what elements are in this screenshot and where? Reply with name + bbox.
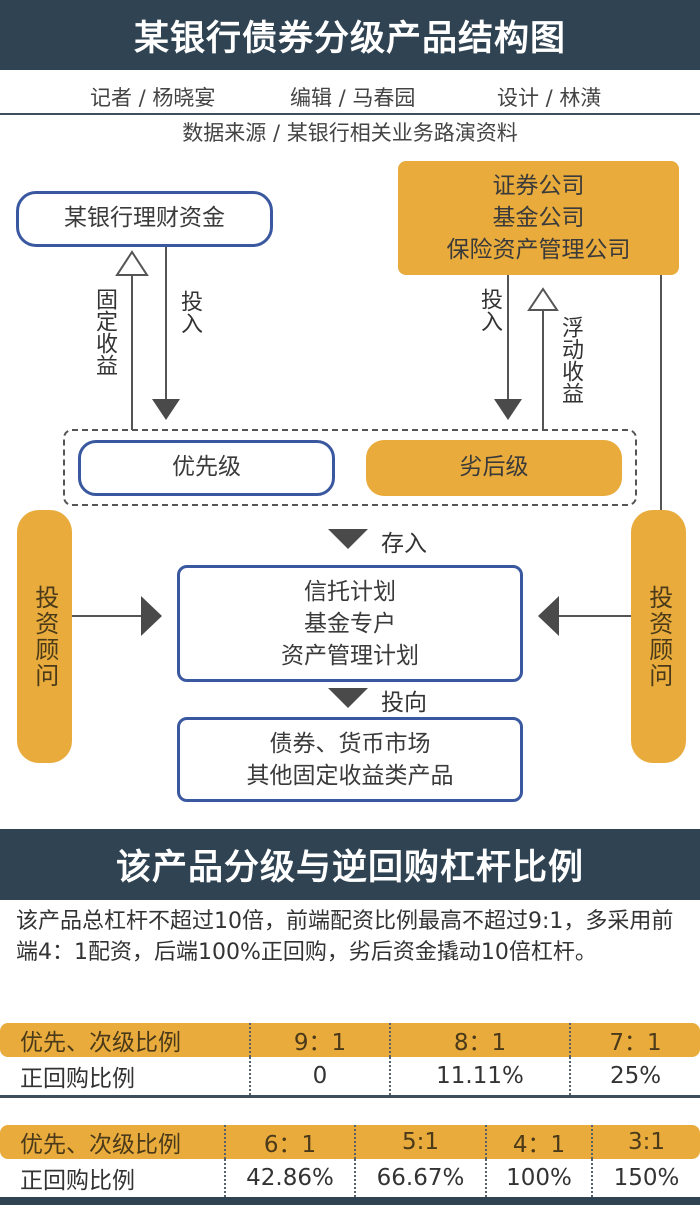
ratio-table-1: 优先、次级比例 9：1 8：1 7：1 正回购比例 0 11.11% 25% xyxy=(0,1023,700,1098)
vehicle-item: 资产管理计划 xyxy=(281,642,419,669)
deposit-arrowhead-icon xyxy=(328,529,368,549)
institution-item: 证券公司 xyxy=(492,173,585,199)
table-cell: 100% xyxy=(485,1159,591,1197)
right-advisor-arrow xyxy=(538,596,631,636)
table-header-cell: 5:1 xyxy=(354,1125,485,1159)
table-header-row: 优先、次级比例 6：1 5:1 4：1 3:1 xyxy=(0,1125,700,1159)
arrowhead-right-icon xyxy=(141,596,162,636)
left-advisor-label: 投资顾问 xyxy=(30,584,59,689)
vehicle-item: 信托计划 xyxy=(304,578,396,605)
table-header-row: 优先、次级比例 9：1 8：1 7：1 xyxy=(0,1023,700,1057)
table-header-cell: 8：1 xyxy=(389,1023,569,1057)
invest-arrowhead-icon xyxy=(328,688,368,708)
fixed-income-label: 固定收益 xyxy=(92,288,117,376)
table-header-cell: 6：1 xyxy=(224,1125,354,1159)
target-item: 其他固定收益类产品 xyxy=(246,762,454,789)
table-cell: 11.11% xyxy=(389,1057,569,1095)
institutions-box: 证券公司 基金公司 保险资产管理公司 xyxy=(398,161,679,275)
arrowhead-down-icon xyxy=(494,399,522,420)
table-header-cell: 4：1 xyxy=(485,1125,591,1159)
section-intro: 该产品总杠杆不超过10倍，前端配资比例最高不超过9:1，多采用前端4：1配资，后… xyxy=(16,909,674,965)
deposit-label: 存入 xyxy=(381,531,427,557)
table-row-label: 正回购比例 xyxy=(20,1168,135,1194)
hollow-arrowhead-up-icon xyxy=(527,287,559,311)
table-header-cell: 3:1 xyxy=(591,1125,700,1159)
table-row: 正回购比例 0 11.11% 25% xyxy=(0,1057,700,1095)
fixed-income-arrow xyxy=(115,250,149,430)
target-item: 债券、货币市场 xyxy=(269,730,431,757)
institution-invest-label: 投入 xyxy=(477,288,502,332)
credits-divider xyxy=(0,113,700,115)
data-source: 数据来源 / 某银行相关业务路演资料 xyxy=(182,121,518,145)
vehicle-item: 基金专户 xyxy=(304,610,396,637)
junior-tranche-box: 劣后级 xyxy=(366,440,622,496)
arrowhead-left-icon xyxy=(538,596,559,636)
vehicles-box: 信托计划 基金专户 资产管理计划 xyxy=(177,565,523,682)
floating-income-label: 浮动收益 xyxy=(558,316,583,404)
targets-box: 债券、货币市场 其他固定收益类产品 xyxy=(177,717,523,802)
table-cell: 42.86% xyxy=(224,1159,354,1197)
bank-invest-label: 投入 xyxy=(177,290,202,334)
table-header-label: 优先、次级比例 xyxy=(0,1125,224,1159)
invest-direction-label: 投向 xyxy=(381,690,427,716)
senior-tranche-box: 优先级 xyxy=(78,440,335,496)
table-cell: 25% xyxy=(569,1057,700,1095)
table-header-label: 优先、次级比例 xyxy=(0,1023,249,1057)
section-title: 该产品分级与逆回购杠杆比例 xyxy=(0,829,700,900)
table-cell: 150% xyxy=(591,1159,700,1197)
reporter-credit: 记者 / 杨晓宴 xyxy=(90,86,216,110)
senior-tranche-label: 优先级 xyxy=(172,454,241,481)
table-cell: 0 xyxy=(249,1057,389,1095)
right-advisor-pill: 投资顾问 xyxy=(631,510,686,763)
table-row-label: 正回购比例 xyxy=(20,1066,135,1092)
institution-invest-arrow xyxy=(494,275,522,420)
table-header-cell: 7：1 xyxy=(569,1023,700,1057)
floating-income-arrow xyxy=(527,287,559,430)
designer-credit: 设计 / 林潢 xyxy=(497,86,602,110)
credits-row: 记者 / 杨晓宴 编辑 / 马春园 设计 / 林潢 xyxy=(0,82,700,112)
bank-funds-box: 某银行理财资金 xyxy=(16,191,273,247)
table-row: 正回购比例 42.86% 66.67% 100% 150% xyxy=(0,1159,700,1197)
left-advisor-pill: 投资顾问 xyxy=(17,510,72,763)
editor-credit: 编辑 / 马春园 xyxy=(290,86,416,110)
left-advisor-arrow xyxy=(71,596,162,636)
institution-item: 基金公司 xyxy=(492,205,585,231)
ratio-table-2: 优先、次级比例 6：1 5:1 4：1 3:1 正回购比例 42.86% 66.… xyxy=(0,1125,700,1205)
table-cell: 66.67% xyxy=(354,1159,485,1197)
hollow-arrowhead-up-icon xyxy=(115,250,149,276)
arrowhead-down-icon xyxy=(152,399,180,420)
diagram-connectors xyxy=(63,246,662,708)
junior-tranche-label: 劣后级 xyxy=(459,454,529,481)
page-title: 某银行债券分级产品结构图 xyxy=(0,0,700,70)
table-header-cell: 9：1 xyxy=(249,1023,389,1057)
right-advisor-label: 投资顾问 xyxy=(644,584,673,689)
bank-funds-label: 某银行理财资金 xyxy=(64,205,225,232)
institution-item: 保险资产管理公司 xyxy=(446,237,631,263)
bank-invest-arrow xyxy=(152,246,180,420)
